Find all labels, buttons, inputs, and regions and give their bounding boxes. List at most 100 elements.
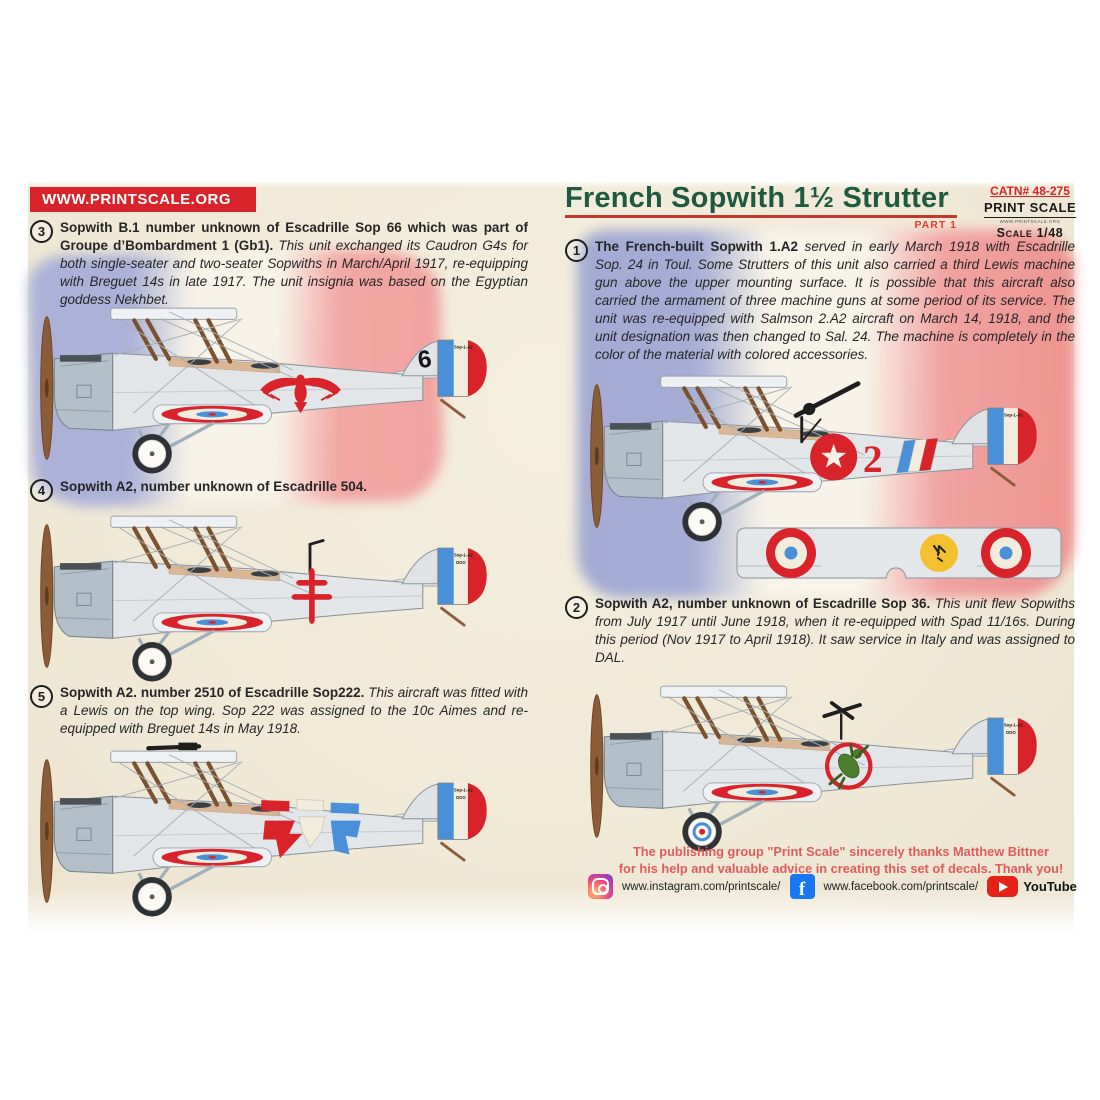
- item-1-bold-text: The French-built Sopwith 1.A2: [595, 239, 798, 254]
- catalog-box: CATN# 48-275 PRINT SCALE WWW.PRINTSCALE.…: [984, 184, 1076, 242]
- engine-cowling: [53, 795, 114, 874]
- wing-roundel-left: [766, 528, 816, 578]
- svg-text:Sop-1-A2: Sop-1-A2: [1004, 413, 1024, 418]
- brand-url: WWW.PRINTSCALE.ORG: [984, 217, 1076, 225]
- item-1-caption: 1 The French-built Sopwith 1.A2 served i…: [565, 238, 1075, 364]
- engine-cowling: [603, 420, 664, 499]
- propeller: [590, 694, 604, 838]
- thanks-line-2: for his help and valuable advice in crea…: [618, 861, 1064, 877]
- item-2-italic-text: This unit flew Sopwiths from July 1917 u…: [595, 596, 1075, 665]
- item-3-number-badge: 3: [30, 220, 53, 243]
- tail-skid: [990, 466, 1016, 487]
- item-2-caption: 2 Sopwith A2, number unknown of Escadril…: [565, 595, 1075, 667]
- propeller: [590, 384, 604, 528]
- facebook-url: www.facebook.com/printscale/: [823, 880, 979, 893]
- thanks-line-1: The publishing group "Print Scale" since…: [632, 844, 1049, 859]
- item-2-bold-text: Sopwith A2, number unknown of Escadrille…: [595, 596, 931, 611]
- youtube-link: YouTube: [987, 876, 1077, 897]
- youtube-label: YouTube: [1023, 879, 1077, 894]
- nekhbet-eagle-insignia: [260, 374, 342, 414]
- printscale-url-banner: WWW.PRINTSCALE.ORG: [30, 187, 256, 212]
- item-5-bold-text: Sopwith A2. number 2510 of Escadrille So…: [60, 685, 365, 700]
- tricolor-streamer-insignia: [260, 799, 361, 859]
- propeller: [40, 759, 54, 903]
- rigging-wires: [664, 689, 865, 792]
- brand-logo: PRINT SCALE: [984, 200, 1077, 215]
- wing-yellow-emblem: [920, 534, 958, 572]
- svg-text:OOO: OOO: [456, 560, 467, 565]
- item-4-bold-text: Sopwith A2, number unknown of Escadrille…: [60, 479, 368, 494]
- item-1-number-badge: 1: [565, 239, 588, 262]
- item-3-bold-text: Sopwith B.1 number unknown of Escadrille…: [60, 220, 528, 253]
- tail-fin-rudder: Sop-1-A2: [951, 407, 1037, 465]
- aircraft-profile-1-sopwith-1a2: Sop-1-A2 2: [578, 366, 1048, 546]
- catalog-number: CATN# 48-275: [990, 184, 1070, 198]
- tail-skid: [440, 841, 466, 862]
- lower-wing-roundel: [702, 472, 822, 493]
- item-2-number-badge: 2: [565, 596, 588, 619]
- green-frog-ring-insignia: [824, 742, 873, 790]
- tail-skid: [990, 776, 1016, 797]
- lewis-machine-gun: [793, 381, 861, 444]
- svg-text:Sop-1-A2: Sop-1-A2: [454, 345, 474, 350]
- aircraft-profile-3-sopwith-b1: Sop-1-A2 6: [28, 298, 498, 478]
- wing-struts: [682, 696, 783, 742]
- wing-roundel-right: [981, 528, 1031, 578]
- lower-wing-roundel: [152, 404, 272, 425]
- part-label: Part 1: [914, 219, 957, 232]
- engine-cowling: [53, 560, 114, 639]
- item-5-italic-text: This aircraft was fitted with a Lewis on…: [60, 685, 528, 736]
- svg-text:2: 2: [863, 437, 883, 481]
- lower-wing-roundel: [152, 612, 272, 633]
- item-3-italic-text: This unit exchanged its Caudron G4s for …: [60, 237, 528, 307]
- lower-wing-roundel: [152, 847, 272, 868]
- instagram-icon: [588, 874, 613, 899]
- item-1-italic-text: served in early March 1918 with Escadril…: [595, 239, 1075, 362]
- rigging-wires: [114, 519, 315, 622]
- sheet-header: French Sopwith 1½ Strutter Part 1: [565, 183, 965, 231]
- engine-cowling: [53, 352, 114, 431]
- instagram-url: www.instagram.com/printscale/: [622, 880, 781, 893]
- svg-text:Sop-1-A2: Sop-1-A2: [454, 788, 474, 793]
- svg-text:OOO: OOO: [1006, 730, 1017, 735]
- wheel: [132, 877, 172, 917]
- propeller: [40, 524, 54, 668]
- rigging-wires: [664, 379, 865, 482]
- thanks-note: The publishing group "Print Scale" since…: [608, 843, 1074, 878]
- facebook-icon: f: [789, 874, 815, 899]
- tail-skid: [440, 398, 466, 419]
- item-4-number-badge: 4: [30, 479, 53, 502]
- gun-post: [308, 539, 325, 574]
- wing-top-view: [736, 527, 1062, 579]
- rigging-wires: [114, 311, 315, 414]
- engine-cowling: [603, 730, 664, 809]
- title-underline: [565, 215, 957, 219]
- youtube-icon: [987, 876, 1019, 897]
- svg-text:Sop-1-A2: Sop-1-A2: [1004, 723, 1024, 728]
- scale-label: Scale 1/48: [996, 225, 1064, 240]
- item-4-caption: 4 Sopwith A2, number unknown of Escadril…: [30, 478, 528, 502]
- top-wing-lewis-gun: [146, 742, 202, 751]
- svg-text:Sop-1-A2: Sop-1-A2: [454, 553, 474, 558]
- svg-text:6: 6: [416, 346, 433, 375]
- item-5-caption: 5 Sopwith A2. number 2510 of Escadrille …: [30, 684, 528, 738]
- wheel: [682, 502, 722, 542]
- wheel: [132, 642, 172, 682]
- red-star-roundel-and-number: 2: [810, 433, 939, 481]
- item-5-number-badge: 5: [30, 685, 53, 708]
- propeller: [40, 316, 54, 460]
- tricolor-fuselage-band: [896, 437, 939, 474]
- wheel: [682, 812, 722, 852]
- item-3-caption: 3 Sopwith B.1 number unknown of Escadril…: [30, 219, 528, 309]
- machine-gun-mount: [822, 701, 862, 740]
- social-links-row: www.instagram.com/printscale/ f www.face…: [588, 874, 1077, 899]
- rigging-wires: [114, 754, 315, 857]
- tail-skid: [440, 606, 466, 627]
